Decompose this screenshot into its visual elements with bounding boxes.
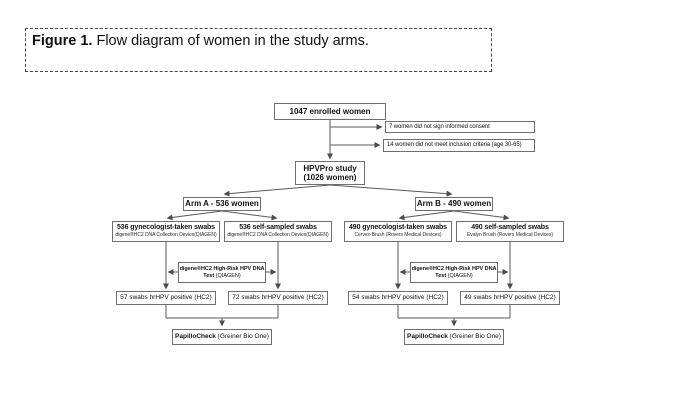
positive-a2-label: 72 swabs hrHPV positive (HC2) bbox=[232, 294, 324, 302]
positive-a2-box: 72 swabs hrHPV positive (HC2) bbox=[228, 291, 328, 305]
positive-b1-label: 54 swabs hrHPV positive (HC2) bbox=[352, 294, 444, 302]
figure-caption-box: Figure 1. Flow diagram of women in the s… bbox=[25, 28, 492, 72]
figure-caption-text: Flow diagram of women in the study arms. bbox=[92, 33, 369, 49]
positive-a1-label: 57 swabs hrHPV positive (HC2) bbox=[120, 294, 212, 302]
arm-a-box: Arm A - 536 women bbox=[183, 197, 261, 211]
papillocheck-a-rest: (Greiner Bio One) bbox=[215, 333, 269, 341]
study-box: HPVPro study (1026 women) bbox=[295, 161, 365, 185]
swab-a2-title: 536 self-sampled swabs bbox=[239, 224, 317, 232]
hc2-test-b-line2-rest: (QIAGEN) bbox=[446, 272, 473, 279]
arm-a-label: Arm A - 536 women bbox=[185, 199, 259, 209]
swab-b2-title: 490 self-sampled swabs bbox=[471, 224, 549, 232]
study-count: (1026 women) bbox=[303, 173, 357, 182]
hc2-test-a-line2-bold: Test bbox=[203, 272, 215, 279]
positive-a1-box: 57 swabs hrHPV positive (HC2) bbox=[116, 291, 216, 305]
enrolled-box: 1047 enrolled women bbox=[274, 103, 386, 120]
swab-b1-title: 490 gynecologist-taken swabs bbox=[349, 224, 447, 232]
positive-b2-label: 49 swabs hrHPV positive (HC2) bbox=[464, 294, 556, 302]
arm-b-box: Arm B - 490 women bbox=[415, 197, 493, 211]
exclusion-criteria-box: 14 women did not meet inclusion criteria… bbox=[383, 139, 535, 152]
swab-b2-box: 490 self-sampled swabs Evalyn Brush (Rov… bbox=[456, 221, 564, 242]
hc2-test-b-line2-bold: Test bbox=[435, 272, 447, 279]
swab-b1-box: 490 gynecologist-taken swabs Cervex-Brus… bbox=[344, 221, 452, 242]
exclusion-criteria-label: 14 women did not meet inclusion criteria… bbox=[387, 142, 522, 149]
hc2-test-a-line1: digene®HC2 High-Risk HPV DNA bbox=[179, 266, 265, 273]
swab-b1-subtitle: Cervex-Brush (Rovers Medical Devices) bbox=[354, 232, 442, 239]
positive-b1-box: 54 swabs hrHPV positive (HC2) bbox=[348, 291, 448, 305]
papillocheck-b-box: PapilloCheck (Greiner Bio One) bbox=[404, 329, 504, 345]
exclusion-consent-box: 7 women did not sign informed consent bbox=[385, 121, 535, 133]
hc2-test-a-line2-rest: (QIAGEN) bbox=[214, 272, 241, 279]
hc2-test-a-box: digene®HC2 High-Risk HPV DNA Test (QIAGE… bbox=[178, 262, 266, 283]
hc2-test-b-box: digene®HC2 High-Risk HPV DNA Test (QIAGE… bbox=[410, 262, 498, 283]
study-name: HPVPro study bbox=[303, 163, 357, 173]
papillocheck-b-bold: PapilloCheck bbox=[407, 333, 448, 341]
papillocheck-b-rest: (Greiner Bio One) bbox=[447, 333, 501, 341]
papillocheck-a-box: PapilloCheck (Greiner Bio One) bbox=[172, 329, 272, 345]
enrolled-label: 1047 enrolled women bbox=[289, 106, 371, 116]
swab-a1-title: 536 gynecologist-taken swabs bbox=[117, 224, 215, 232]
swab-a1-box: 536 gynecologist-taken swabs digene®HC2 … bbox=[112, 221, 220, 242]
papillocheck-a-bold: PapilloCheck bbox=[175, 333, 216, 341]
swab-b2-subtitle: Evalyn Brush (Rovers Medical Devices) bbox=[467, 232, 553, 239]
swab-a2-subtitle: digene®HC2 DNA Collection Device(QIAGEN) bbox=[227, 232, 329, 239]
positive-b2-box: 49 swabs hrHPV positive (HC2) bbox=[460, 291, 560, 305]
swab-a2-box: 536 self-sampled swabs digene®HC2 DNA Co… bbox=[224, 221, 332, 242]
arm-b-label: Arm B - 490 women bbox=[416, 199, 492, 209]
figure-caption-label: Figure 1. bbox=[32, 33, 93, 49]
hc2-test-b-line1: digene®HC2 High-Risk HPV DNA bbox=[411, 266, 497, 273]
swab-a1-subtitle: digene®HC2 DNA Collection Device(QIAGEN) bbox=[115, 232, 217, 239]
exclusion-consent-label: 7 women did not sign informed consent bbox=[389, 123, 490, 130]
